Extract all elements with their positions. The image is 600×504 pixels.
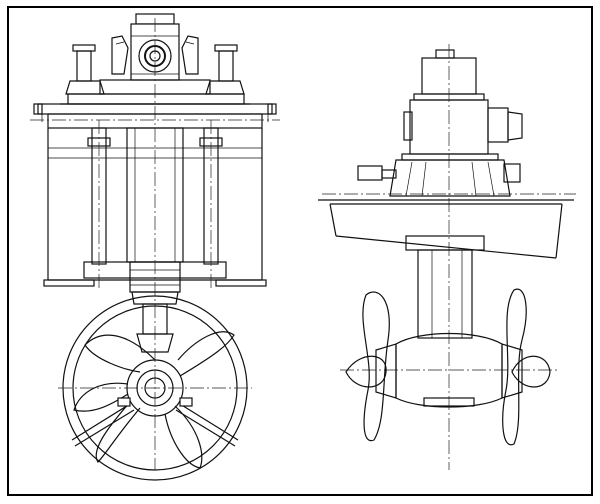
propeller-left <box>345 291 390 442</box>
side-view <box>30 13 280 481</box>
pedestal <box>357 153 521 197</box>
end-view <box>318 44 576 470</box>
deck-plate <box>318 193 576 259</box>
motor-unit <box>403 44 523 470</box>
thruster-leg <box>405 235 485 339</box>
nacelle <box>340 332 560 408</box>
central-shaft <box>30 18 280 470</box>
propeller-right <box>502 288 551 446</box>
propeller-neck <box>131 291 179 353</box>
drawing-border <box>7 6 593 496</box>
propeller-duct <box>58 295 252 481</box>
